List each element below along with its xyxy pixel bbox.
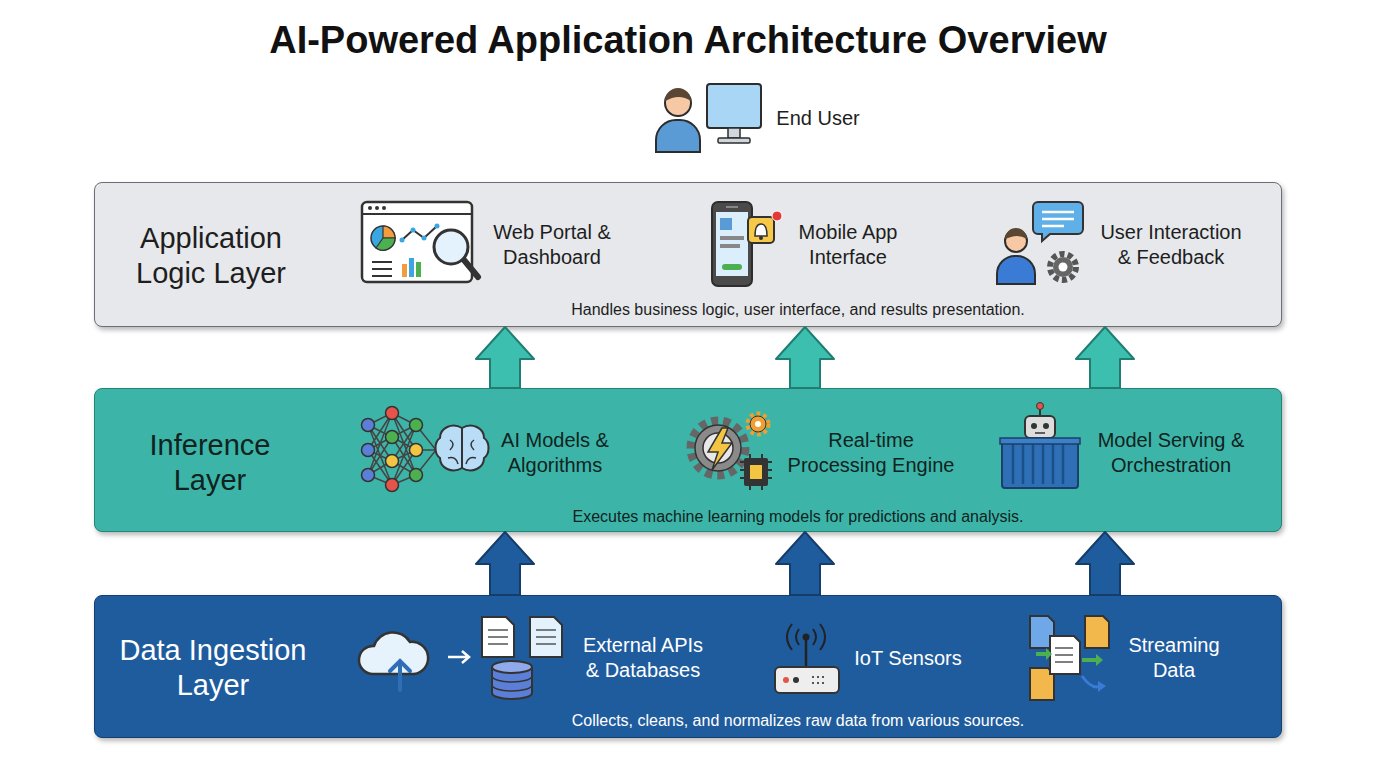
diagram-title: AI-Powered Application Architecture Over… [0,17,1376,63]
layer-band: Application Logic LayerHandles business … [94,182,1282,327]
flow-arrow [476,532,534,595]
flow-arrow [1076,532,1134,595]
component-label: AI Models & Algorithms [495,428,615,478]
layer-band: Inference LayerExecutes machine learning… [94,388,1282,532]
layer-title: Inference Layer [120,428,300,498]
layer-band: Data Ingestion LayerCollects, cleans, an… [94,595,1282,738]
flow-arrow [776,327,834,388]
layer-description: Collects, cleans, and normalizes raw dat… [448,711,1148,731]
flow-arrow [1076,327,1134,388]
flow-arrow [476,327,534,388]
component-label: IoT Sensors [843,646,973,671]
flow-arrow [776,532,834,595]
user-icon [656,84,761,152]
component-label: Model Serving & Orchestration [1091,428,1251,478]
layer-description: Handles business logic, user interface, … [448,300,1148,320]
component-label: External APIs & Databases [578,633,708,683]
layer-title: Application Logic Layer [121,221,301,291]
component-label: Mobile App Interface [791,220,906,270]
component-label: Web Portal & Dashboard [487,220,617,270]
layer-title: Data Ingestion Layer [98,633,328,703]
layer-description: Executes machine learning models for pre… [448,507,1148,527]
component-label: User Interaction & Feedback [1091,220,1251,270]
component-label: Real-time Processing Engine [784,428,959,478]
user-label: End User [768,106,868,131]
component-label: Streaming Data [1124,633,1224,683]
